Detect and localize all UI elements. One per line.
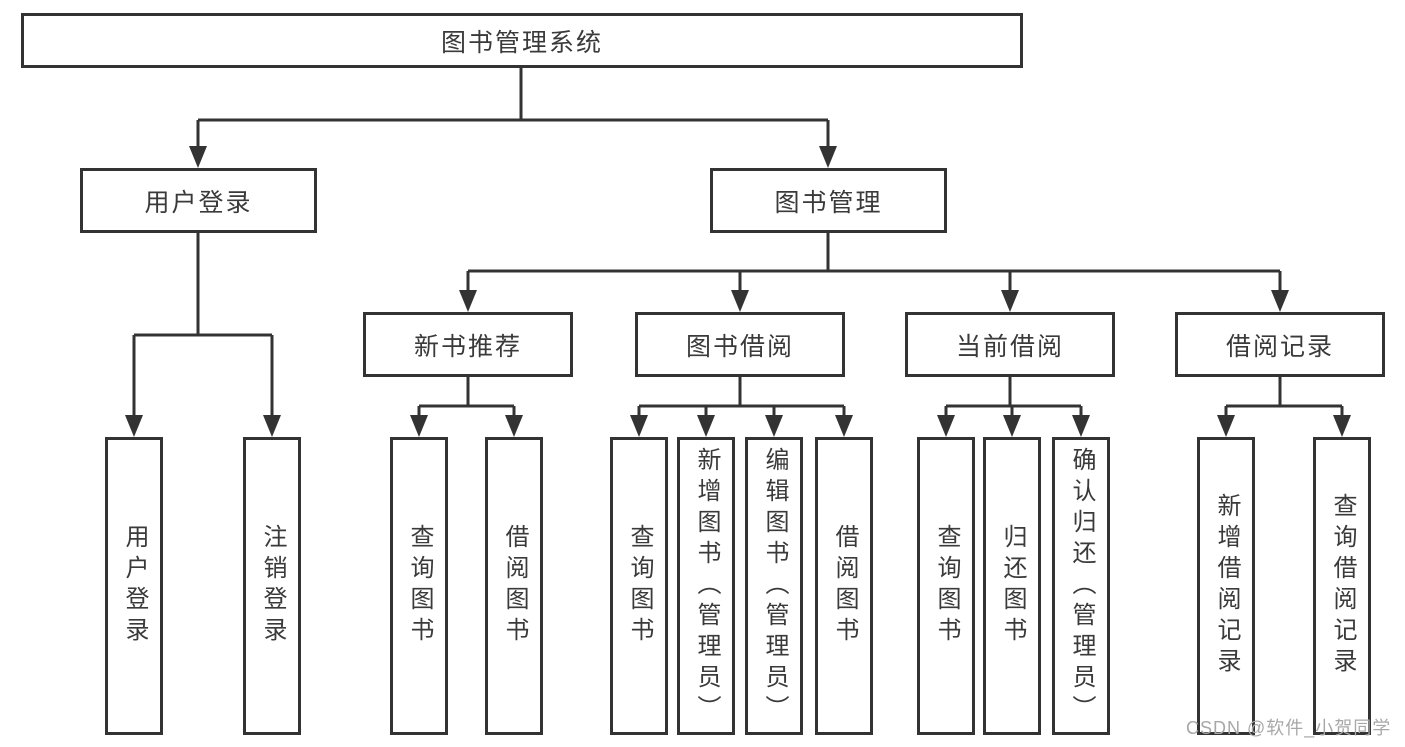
- leaf-current-confirm-return-admin: 确认归还（管理员）: [1052, 437, 1110, 735]
- leaf-label: 查询图书: [626, 524, 653, 648]
- watermark: CSDN @软件_小贺同学: [1186, 718, 1392, 738]
- leaf-label: 用户登录: [121, 524, 148, 648]
- node-user-login: 用户登录: [80, 168, 317, 233]
- leaf-label: 新增图书（管理员）: [693, 446, 720, 726]
- node-label: 当前借阅: [955, 332, 1064, 361]
- leaf-records-add-borrow-record: 新增借阅记录: [1197, 437, 1255, 735]
- leaf-user-login: 用户登录: [105, 437, 163, 735]
- leaf-label: 借阅图书: [501, 524, 528, 648]
- leaf-borrowing-edit-book-admin: 编辑图书（管理员）: [745, 437, 803, 735]
- leaf-borrowing-query-books: 查询图书: [610, 437, 668, 735]
- leaf-label: 查询图书: [406, 524, 433, 648]
- leaf-label: 借阅图书: [831, 524, 858, 648]
- node-label: 用户登录: [144, 188, 253, 217]
- leaf-current-return-books: 归还图书: [983, 437, 1041, 735]
- node-label: 图书管理: [774, 188, 883, 217]
- node-label: 图书借阅: [685, 332, 794, 361]
- leaf-current-query-books: 查询图书: [917, 437, 975, 735]
- node-borrowing-records: 借阅记录: [1175, 312, 1385, 377]
- leaf-label: 新增借阅记录: [1213, 493, 1240, 679]
- leaf-borrowing-borrow-books: 借阅图书: [815, 437, 873, 735]
- node-label: 借阅记录: [1225, 332, 1334, 361]
- leaf-label: 确认归还（管理员）: [1068, 446, 1095, 726]
- leaf-label: 查询图书: [933, 524, 960, 648]
- node-book-management: 图书管理: [710, 168, 947, 233]
- leaf-label: 归还图书: [999, 524, 1026, 648]
- node-book-borrowing: 图书借阅: [635, 312, 845, 377]
- leaf-label: 编辑图书（管理员）: [761, 446, 788, 726]
- leaf-records-query-borrow-record: 查询借阅记录: [1313, 437, 1371, 735]
- node-library-management-system: 图书管理系统: [21, 13, 1023, 68]
- leaf-borrowing-add-book-admin: 新增图书（管理员）: [677, 437, 735, 735]
- node-current-borrowing: 当前借阅: [905, 312, 1115, 377]
- leaf-recommend-query-books: 查询图书: [390, 437, 448, 735]
- node-new-book-recommendation: 新书推荐: [363, 312, 573, 377]
- node-label: 图书管理系统: [440, 28, 603, 57]
- leaf-logout: 注销登录: [243, 437, 301, 735]
- leaf-recommend-borrow-books: 借阅图书: [485, 437, 543, 735]
- node-label: 新书推荐: [413, 332, 522, 361]
- leaf-label: 注销登录: [259, 524, 286, 648]
- leaf-label: 查询借阅记录: [1329, 493, 1356, 679]
